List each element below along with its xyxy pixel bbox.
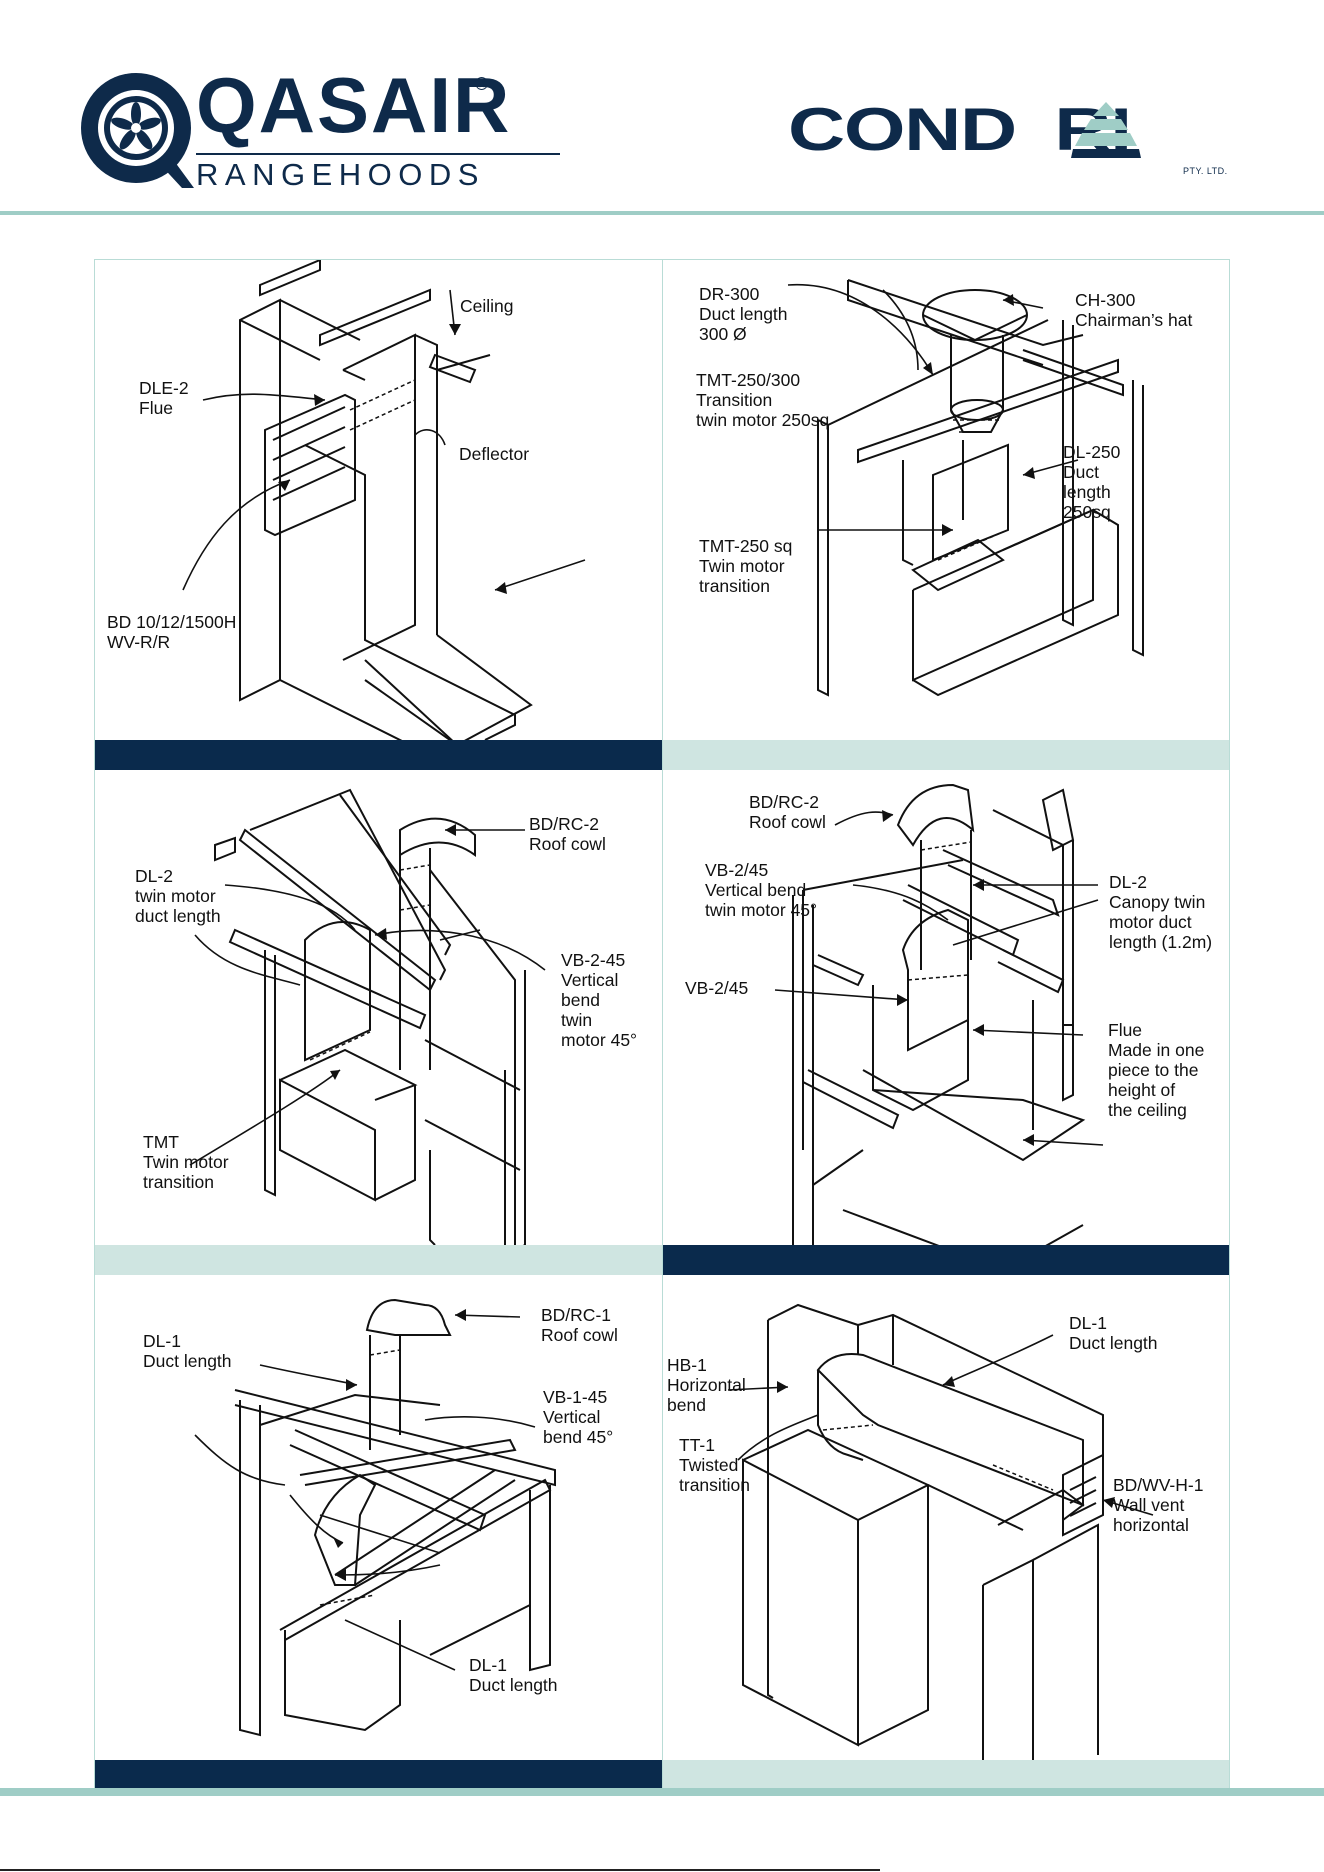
panel-canopy-flue: BD/RC-2 Roof cowl VB-2/45 Vertical bend …: [662, 770, 1229, 1275]
diagram-chairmans-hat: [787, 279, 1144, 697]
label-ceiling: Ceiling: [460, 296, 514, 316]
footer-line: [0, 1869, 880, 1871]
diagram-roof-cowl-twin: [189, 788, 546, 1245]
condari-logo: COND RI PTY. LTD.: [788, 100, 1248, 180]
label-dl-1-lower: DL-1 Duct length: [469, 1655, 558, 1695]
label-tmt-250-300: TMT-250/300 Transition twin motor 250sq: [696, 370, 830, 430]
panel-caption-bar: [95, 740, 662, 770]
qasair-wordmark: QASAIR: [196, 61, 512, 149]
label-bd-wall-vent: BD 10/12/1500H WV-R/R: [107, 612, 237, 652]
panel-caption-bar: [95, 1245, 662, 1275]
label-tmt-250-sq: TMT-250 sq Twin motor transition: [699, 536, 793, 596]
condari-pyramid-icon: [1071, 102, 1141, 158]
label-dle-2-flue: DLE-2 Flue: [139, 378, 189, 418]
label-tmt: TMT Twin motor transition: [143, 1132, 229, 1192]
condari-pty-ltd: PTY. LTD.: [1183, 166, 1228, 176]
panel-roof-cowl-single: BD/RC-1 Roof cowl DL-1 Duct length VB-1-…: [95, 1275, 662, 1790]
label-dl-250: DL-250 Duct length 250sq: [1063, 442, 1121, 522]
panel-roof-cowl-twin: BD/RC-2 Roof cowl DL-2 twin motor duct l…: [95, 770, 662, 1275]
footer-rule: [0, 1788, 1324, 1796]
qasair-subtitle: RANGEHOODS: [196, 157, 485, 192]
logo-divider: [196, 153, 560, 155]
qasair-logo: QASAIR ® RANGEHOODS: [78, 61, 560, 196]
panel-horizontal-wall-vent: DL-1 Duct length HB-1 Horizontal bend TT…: [662, 1275, 1229, 1790]
label-dl-2-canopy: DL-2 Canopy twin motor duct length (1.2m…: [1109, 872, 1213, 952]
label-vb-1-45: VB-1-45 Vertical bend 45°: [543, 1387, 614, 1447]
label-ch-300: CH-300 Chairman’s hat: [1075, 290, 1193, 330]
label-dl-2-twin: DL-2 twin motor duct length: [135, 866, 221, 926]
panel-chairmans-hat: DR-300 Duct length 300 Ø CH-300 Chairman…: [662, 260, 1229, 770]
panel-caption-bar: [95, 1760, 662, 1790]
qasair-fan-emblem-icon: [81, 73, 194, 188]
label-flue: Flue Made in one piece to the height of …: [1108, 1020, 1205, 1120]
panel-caption-bar: [663, 1245, 1229, 1275]
header-rule: [0, 211, 1324, 215]
panel-wall-vent-flue: Ceiling DLE-2 Flue Deflector BD 10/12/15…: [95, 260, 662, 770]
page-header: QASAIR ® RANGEHOODS COND RI PTY. LTD.: [0, 0, 1324, 215]
label-vb-2-45: VB-2-45 Vertical bend twin motor 45°: [561, 950, 638, 1050]
label-bd-rc-2: BD/RC-2 Roof cowl: [749, 792, 826, 832]
installation-diagram-grid: Ceiling DLE-2 Flue Deflector BD 10/12/15…: [94, 259, 1230, 1790]
panel-caption-bar: [663, 740, 1229, 770]
label-bd-wv-h-1: BD/WV-H-1 Wall vent horizontal: [1113, 1475, 1204, 1535]
diagram-roof-cowl-single: [194, 1298, 556, 1737]
diagram-canopy-flue: [774, 783, 1104, 1245]
registered-mark: ®: [475, 74, 489, 94]
panel-caption-bar: [663, 1760, 1229, 1790]
label-dl-1: DL-1 Duct length: [1069, 1313, 1158, 1353]
diagram-wall-flue: [182, 260, 586, 740]
label-vb-2-45-lower: VB-2/45: [685, 978, 749, 998]
label-hb-1: HB-1 Horizontal bend: [667, 1355, 746, 1415]
label-bd-rc-1: BD/RC-1 Roof cowl: [541, 1305, 618, 1345]
label-deflector: Deflector: [459, 444, 530, 464]
label-bd-rc-2: BD/RC-2 Roof cowl: [529, 814, 606, 854]
label-tt-1: TT-1 Twisted transition: [679, 1435, 751, 1495]
label-dl-1-upper: DL-1 Duct length: [143, 1331, 232, 1371]
label-dr-300: DR-300 Duct length 300 Ø: [699, 284, 788, 344]
diagram-horizontal-wall-vent: [727, 1303, 1154, 1760]
label-vb-2-45-vertical: VB-2/45 Vertical bend twin motor 45°: [705, 860, 818, 920]
